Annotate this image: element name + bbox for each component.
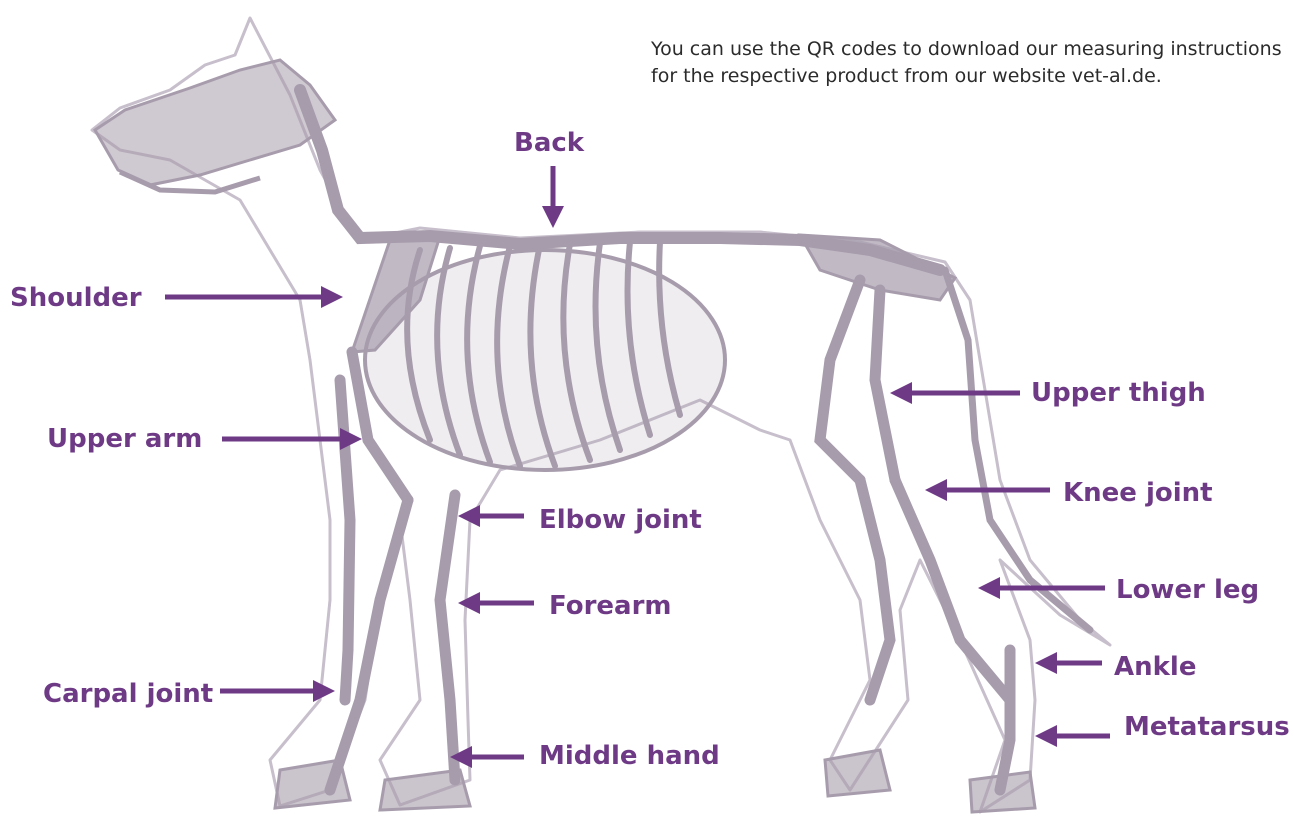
arrow-middle-hand [450,746,524,768]
label-upper-arm: Upper arm [47,424,202,454]
label-shoulder: Shoulder [10,283,142,313]
arrow-head [458,505,480,527]
arrow-head [458,592,480,614]
label-elbow-joint: Elbow joint [539,505,702,535]
arrow-head [313,680,335,702]
intro-text: You can use the QR codes to download our… [651,36,1291,90]
label-upper-thigh: Upper thigh [1031,378,1206,408]
arrow-head [321,286,343,308]
arrow-head [1035,652,1057,674]
arrow-head [450,746,472,768]
label-middle-hand: Middle hand [539,741,720,771]
arrow-knee-joint [925,479,1050,501]
arrow-elbow-joint [458,505,524,527]
arrow-lower-leg [978,577,1105,599]
label-knee-joint: Knee joint [1063,478,1213,508]
arrow-shoulder [165,286,343,308]
label-forearm: Forearm [549,591,671,621]
arrow-ankle [1035,652,1102,674]
label-carpal-joint: Carpal joint [43,679,213,709]
arrow-upper-arm [222,428,362,450]
arrow-back [542,166,564,228]
arrow-head [542,206,564,228]
arrow-carpal-joint [220,680,335,702]
arrow-metatarsus [1035,725,1110,747]
label-back: Back [514,128,584,158]
arrow-forearm [458,592,534,614]
arrow-head [1035,725,1057,747]
arrow-upper-thigh [890,382,1020,404]
label-lower-leg: Lower leg [1116,575,1259,605]
label-ankle: Ankle [1114,652,1196,682]
arrow-head [340,428,362,450]
arrow-head [978,577,1000,599]
arrow-head [890,382,912,404]
label-metatarsus: Metatarsus [1124,712,1290,742]
arrow-head [925,479,947,501]
